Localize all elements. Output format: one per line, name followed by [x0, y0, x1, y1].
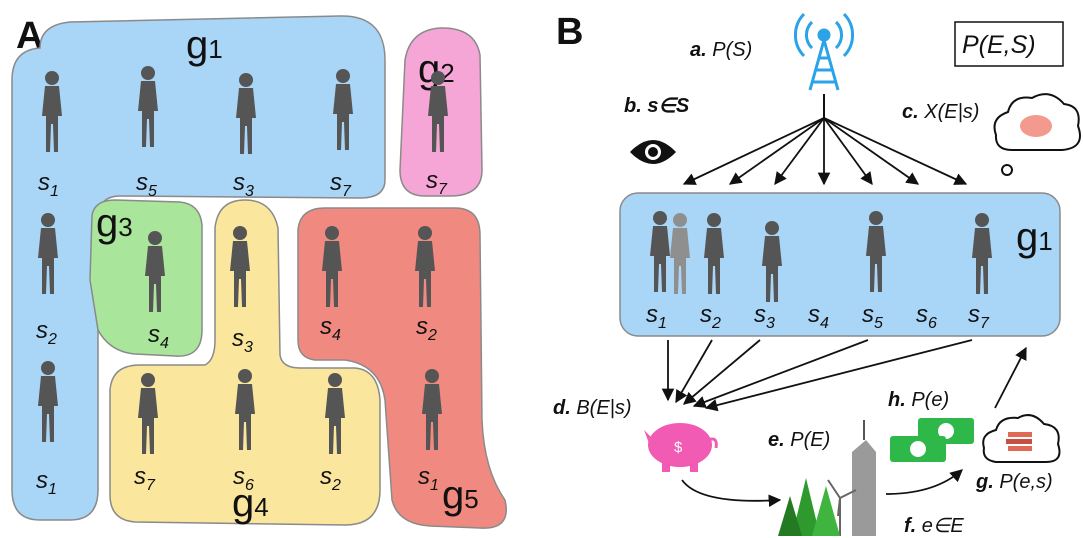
- person-label: s5: [136, 169, 157, 200]
- group-g1-box-label: g1: [1016, 215, 1053, 259]
- dollar-sign: $: [674, 439, 683, 456]
- joint-distribution-label: P(E,S): [962, 31, 1036, 59]
- thought-cloud-icon: [993, 93, 1081, 176]
- label-e: e. P(E): [768, 429, 830, 451]
- member-label: s3: [754, 301, 775, 332]
- person-label: s3: [233, 169, 254, 200]
- group-g5-region: [297, 207, 507, 529]
- group-g5-label: g5: [442, 473, 479, 517]
- group-g3-region: [89, 199, 203, 357]
- book-icon: [1008, 446, 1032, 451]
- person-label: s4: [148, 321, 169, 352]
- person-label: s7: [330, 169, 352, 200]
- money-icon: [890, 418, 974, 462]
- book-icon: [1006, 439, 1032, 444]
- person-label: s2: [416, 313, 437, 344]
- member-label: s4: [808, 301, 829, 332]
- person-label: s7: [134, 463, 156, 494]
- person-label: s2: [36, 317, 57, 348]
- label-h: h. P(e): [888, 389, 949, 411]
- label-c: c. X(E|s): [902, 101, 979, 123]
- book-icon: [1008, 432, 1032, 437]
- sampling-arrows: [682, 117, 968, 186]
- member-label: s7: [968, 301, 990, 332]
- label-a: a. P(S): [690, 39, 752, 61]
- person-label: s3: [232, 325, 253, 356]
- piggy-bank-icon: $: [644, 423, 718, 472]
- group-g4-region: [109, 199, 381, 526]
- member-label: s5: [862, 301, 883, 332]
- person-label: s2: [320, 463, 341, 494]
- event-arrow: [885, 469, 963, 495]
- person-label: s1: [38, 169, 59, 200]
- label-g: g. P(e,s): [975, 471, 1053, 493]
- group-g1-label: g1: [186, 23, 223, 67]
- environment-arrow: [681, 479, 782, 507]
- person-label: s1: [418, 463, 439, 494]
- environment-icon: [778, 420, 876, 536]
- belief-arrows: [661, 339, 1027, 412]
- joint-distribution-box: [954, 21, 1064, 67]
- group-g4-label: g4: [232, 481, 269, 525]
- label-b: b. s∈S: [624, 95, 690, 117]
- person-label: s7: [426, 167, 448, 198]
- group-g1-box: [619, 192, 1061, 337]
- person-label: s6: [233, 463, 254, 494]
- label-d: d. B(E|s): [553, 397, 632, 419]
- person-label: s4: [320, 313, 341, 344]
- member-label: s2: [700, 301, 721, 332]
- person-label: s1: [36, 467, 57, 498]
- member-label: s6: [916, 301, 937, 332]
- eye-icon: [630, 140, 676, 164]
- label-f: f. e∈E: [904, 515, 964, 537]
- panel-b-label: B: [556, 11, 583, 53]
- broadcast-tower-icon: [793, 12, 855, 91]
- cloud-storage-icon: [982, 414, 1061, 463]
- group-g3-label: g3: [96, 201, 133, 245]
- member-label: s1: [646, 301, 667, 332]
- brain-icon: [1020, 115, 1052, 137]
